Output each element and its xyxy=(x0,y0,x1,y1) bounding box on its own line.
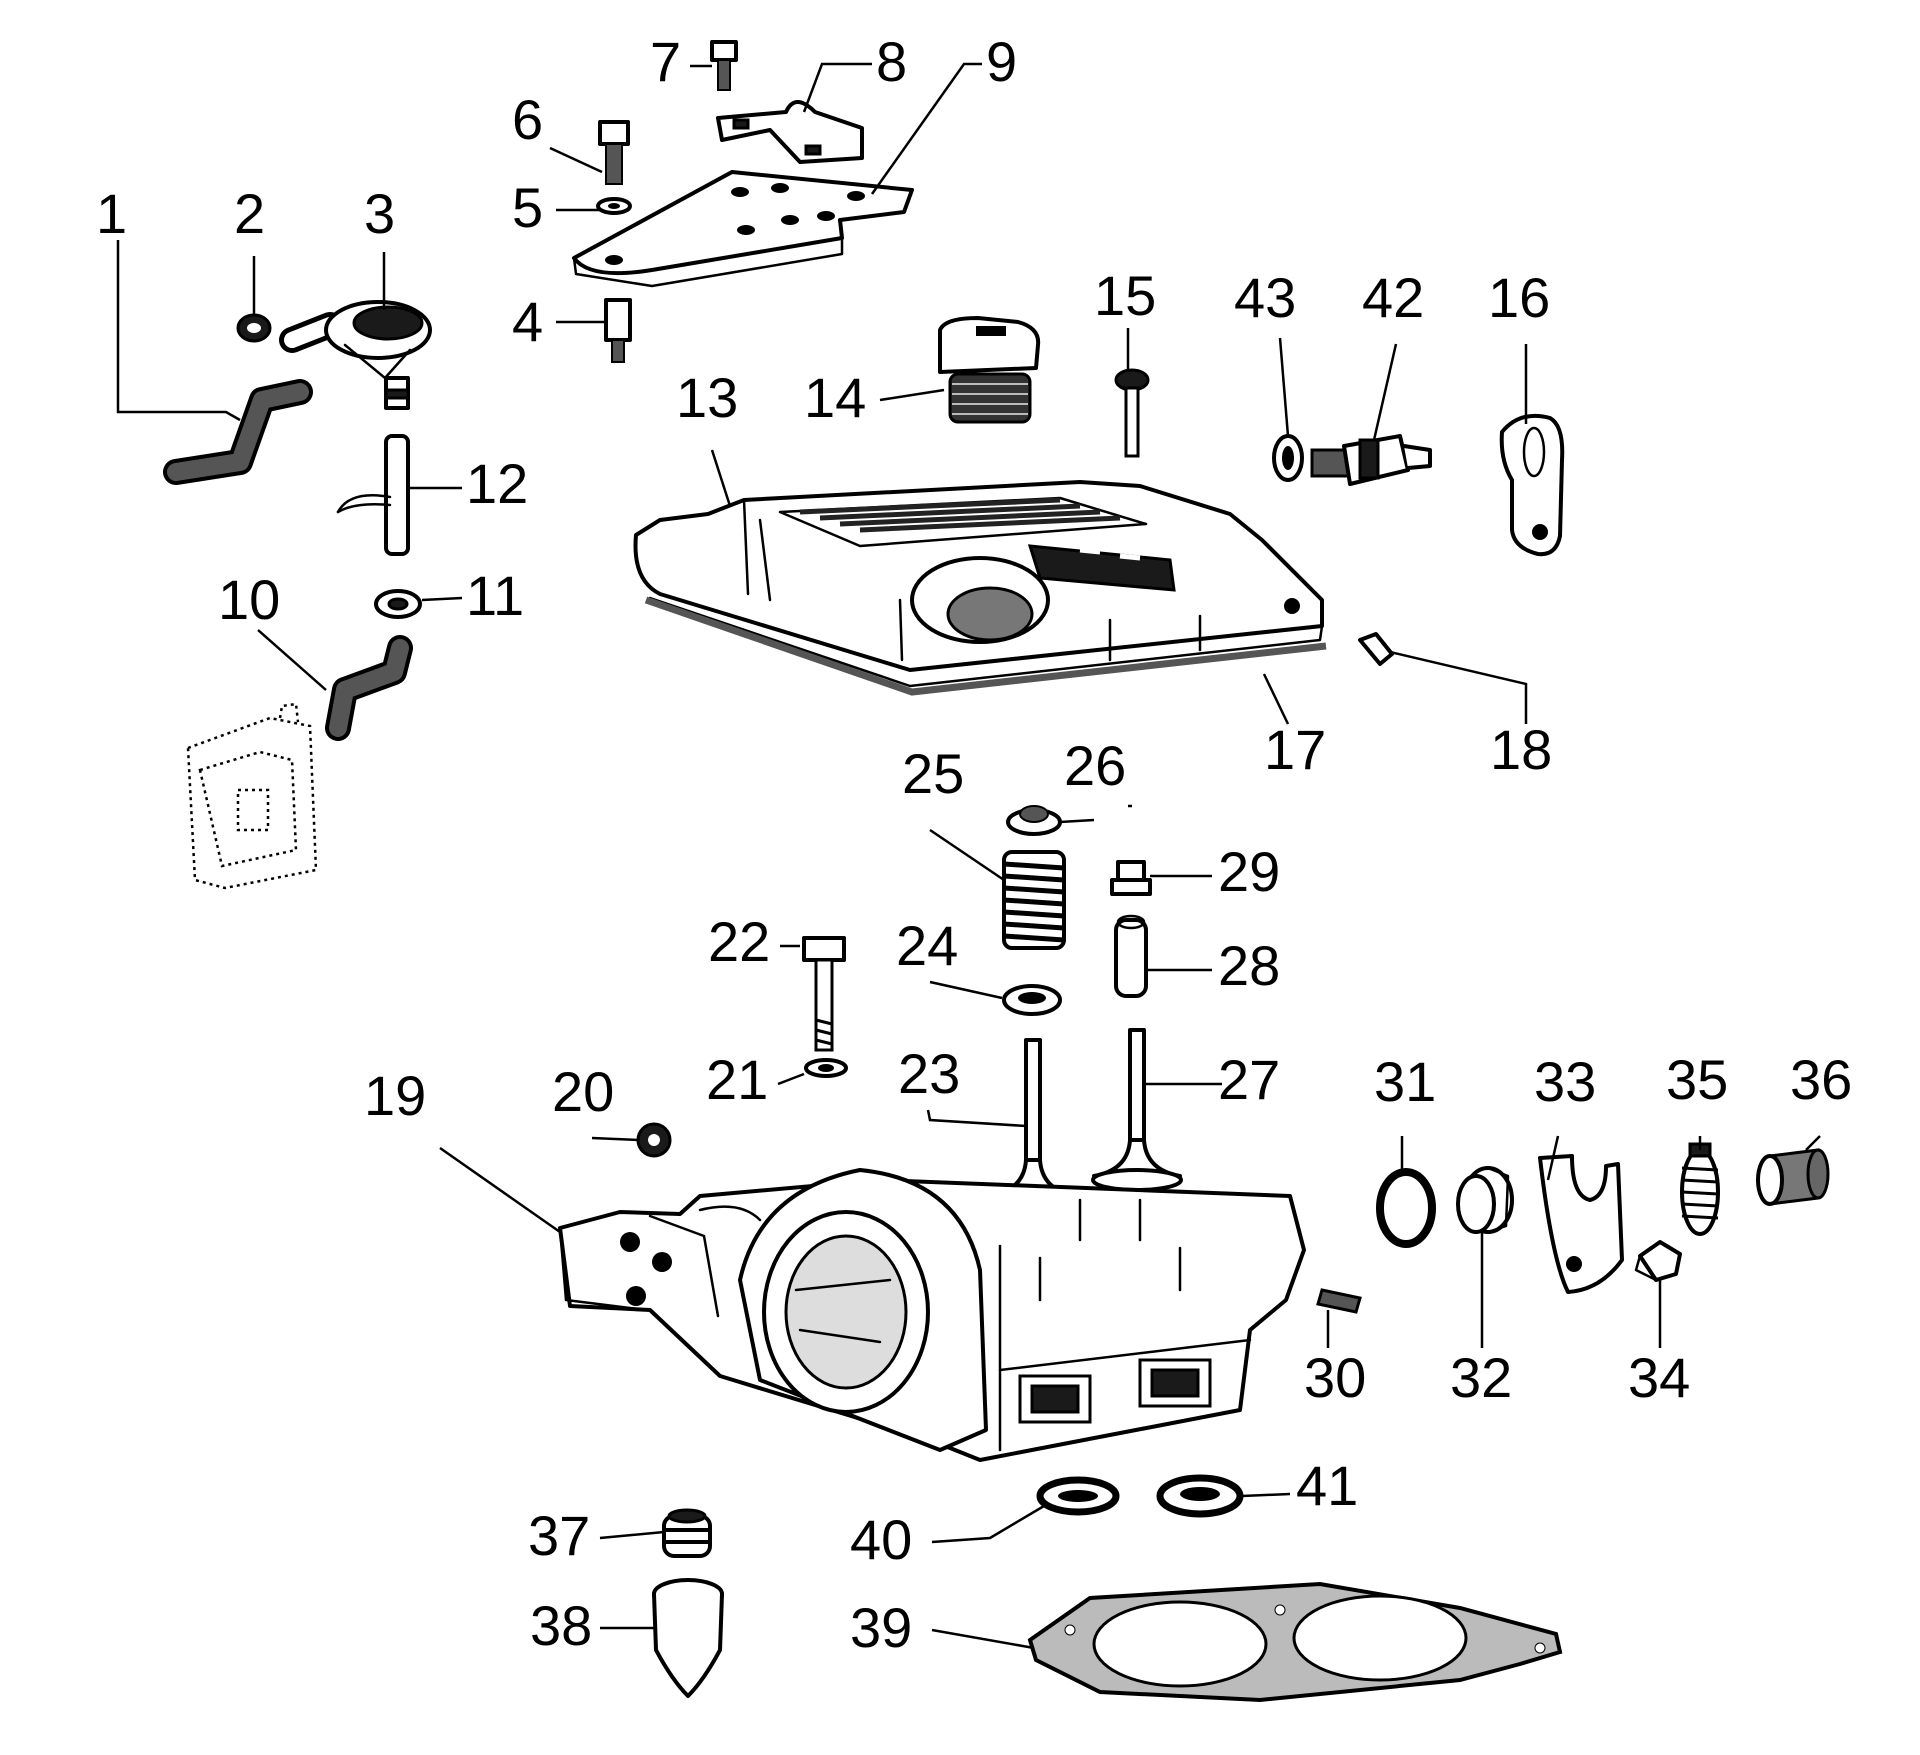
callout-14: 14 xyxy=(804,366,866,429)
part-24-seat-washer xyxy=(1002,984,1062,1016)
part-10-hose xyxy=(325,635,413,741)
callout-20: 20 xyxy=(552,1060,614,1123)
callout-23: 23 xyxy=(898,1042,960,1105)
part-19-cylinder-head xyxy=(558,1168,1306,1462)
part-40-seal xyxy=(1036,1476,1120,1516)
part-39-head-gasket xyxy=(1027,1581,1563,1703)
part-7-bolt xyxy=(710,40,738,91)
part-33-fork-bracket xyxy=(1538,1154,1624,1294)
callout-16: 16 xyxy=(1488,266,1550,329)
part-34-fitting xyxy=(1634,1240,1682,1282)
part-25-valve-spring xyxy=(1002,850,1066,950)
callout-30: 30 xyxy=(1304,1346,1366,1409)
callout-12: 12 xyxy=(466,452,528,515)
part-1-hose xyxy=(163,379,313,485)
callout-6: 6 xyxy=(512,88,543,151)
callout-22: 22 xyxy=(708,910,770,973)
callout-35: 35 xyxy=(1666,1048,1728,1111)
part-37-plug xyxy=(662,1508,712,1558)
leader-lines xyxy=(116,62,1821,1650)
callout-37: 37 xyxy=(528,1504,590,1567)
part-5-washer xyxy=(596,197,632,215)
callout-13: 13 xyxy=(676,366,738,429)
part-36-sleeve xyxy=(1756,1148,1830,1206)
callout-31: 31 xyxy=(1374,1050,1436,1113)
callout-15: 15 xyxy=(1094,264,1156,327)
part-9-plate xyxy=(572,170,914,288)
part-31-o-ring xyxy=(1376,1168,1436,1248)
part-43-washer xyxy=(1272,434,1304,482)
part-11-clamp xyxy=(374,589,422,619)
callout-40: 40 xyxy=(850,1508,912,1571)
callout-21: 21 xyxy=(706,1048,768,1111)
callout-38: 38 xyxy=(530,1594,592,1657)
part-6-bolt xyxy=(598,120,630,185)
part-13-rocker-cover xyxy=(633,480,1327,696)
part-32-adaptor xyxy=(1456,1166,1514,1234)
callout-1: 1 xyxy=(96,182,127,245)
part-2-clamp xyxy=(236,313,272,343)
callout-2: 2 xyxy=(234,182,265,245)
part-8-bracket xyxy=(716,100,864,164)
callout-24: 24 xyxy=(896,914,958,977)
callout-4: 4 xyxy=(512,290,543,353)
part-42-sensor xyxy=(1310,434,1432,486)
part-27-exhaust-valve xyxy=(1091,1028,1183,1192)
callout-34: 34 xyxy=(1628,1346,1690,1409)
part-3-breather-valve xyxy=(279,300,432,410)
part-30-stud xyxy=(1316,1288,1362,1314)
callout-7: 7 xyxy=(650,30,681,93)
part-15-screw xyxy=(1114,368,1150,458)
part-12-tube xyxy=(336,434,410,556)
callout-28: 28 xyxy=(1218,934,1280,997)
callout-26: 26 xyxy=(1064,734,1126,797)
part-14-filler-cap xyxy=(938,316,1041,424)
callout-labels: 1 2 3 4 5 6 7 8 9 10 11 12 13 14 15 16 1… xyxy=(96,30,1852,1659)
callout-36: 36 xyxy=(1790,1048,1852,1111)
callout-3: 3 xyxy=(364,182,395,245)
part-22-head-bolt xyxy=(802,936,846,1052)
part-29-stem-seal xyxy=(1110,860,1152,896)
callout-8: 8 xyxy=(876,30,907,93)
callout-32: 32 xyxy=(1450,1346,1512,1409)
part-16-bracket xyxy=(1499,413,1565,557)
callout-33: 33 xyxy=(1534,1050,1596,1113)
part-20-nut xyxy=(636,1122,672,1158)
callout-19: 19 xyxy=(364,1064,426,1127)
part-18-plug xyxy=(1358,632,1394,666)
part-41-seal xyxy=(1156,1474,1244,1518)
callout-39: 39 xyxy=(850,1596,912,1659)
reference-component-outline xyxy=(186,702,318,890)
callout-27: 27 xyxy=(1218,1048,1280,1111)
callout-42: 42 xyxy=(1362,266,1424,329)
callout-9: 9 xyxy=(986,30,1017,93)
part-21-washer xyxy=(804,1058,848,1078)
callout-41: 41 xyxy=(1296,1454,1358,1517)
callout-18: 18 xyxy=(1490,718,1552,781)
callout-5: 5 xyxy=(512,176,543,239)
callout-29: 29 xyxy=(1218,840,1280,903)
part-28-valve-guide xyxy=(1114,914,1148,998)
callout-11: 11 xyxy=(466,564,524,627)
callout-10: 10 xyxy=(218,568,280,631)
callout-25: 25 xyxy=(902,742,964,805)
part-35-hose-clip xyxy=(1680,1142,1720,1236)
callout-43: 43 xyxy=(1234,266,1296,329)
part-26-retainer xyxy=(1006,805,1062,836)
callout-17: 17 xyxy=(1264,718,1326,781)
part-4-spacer xyxy=(604,298,632,363)
part-38-nozzle xyxy=(652,1578,724,1698)
